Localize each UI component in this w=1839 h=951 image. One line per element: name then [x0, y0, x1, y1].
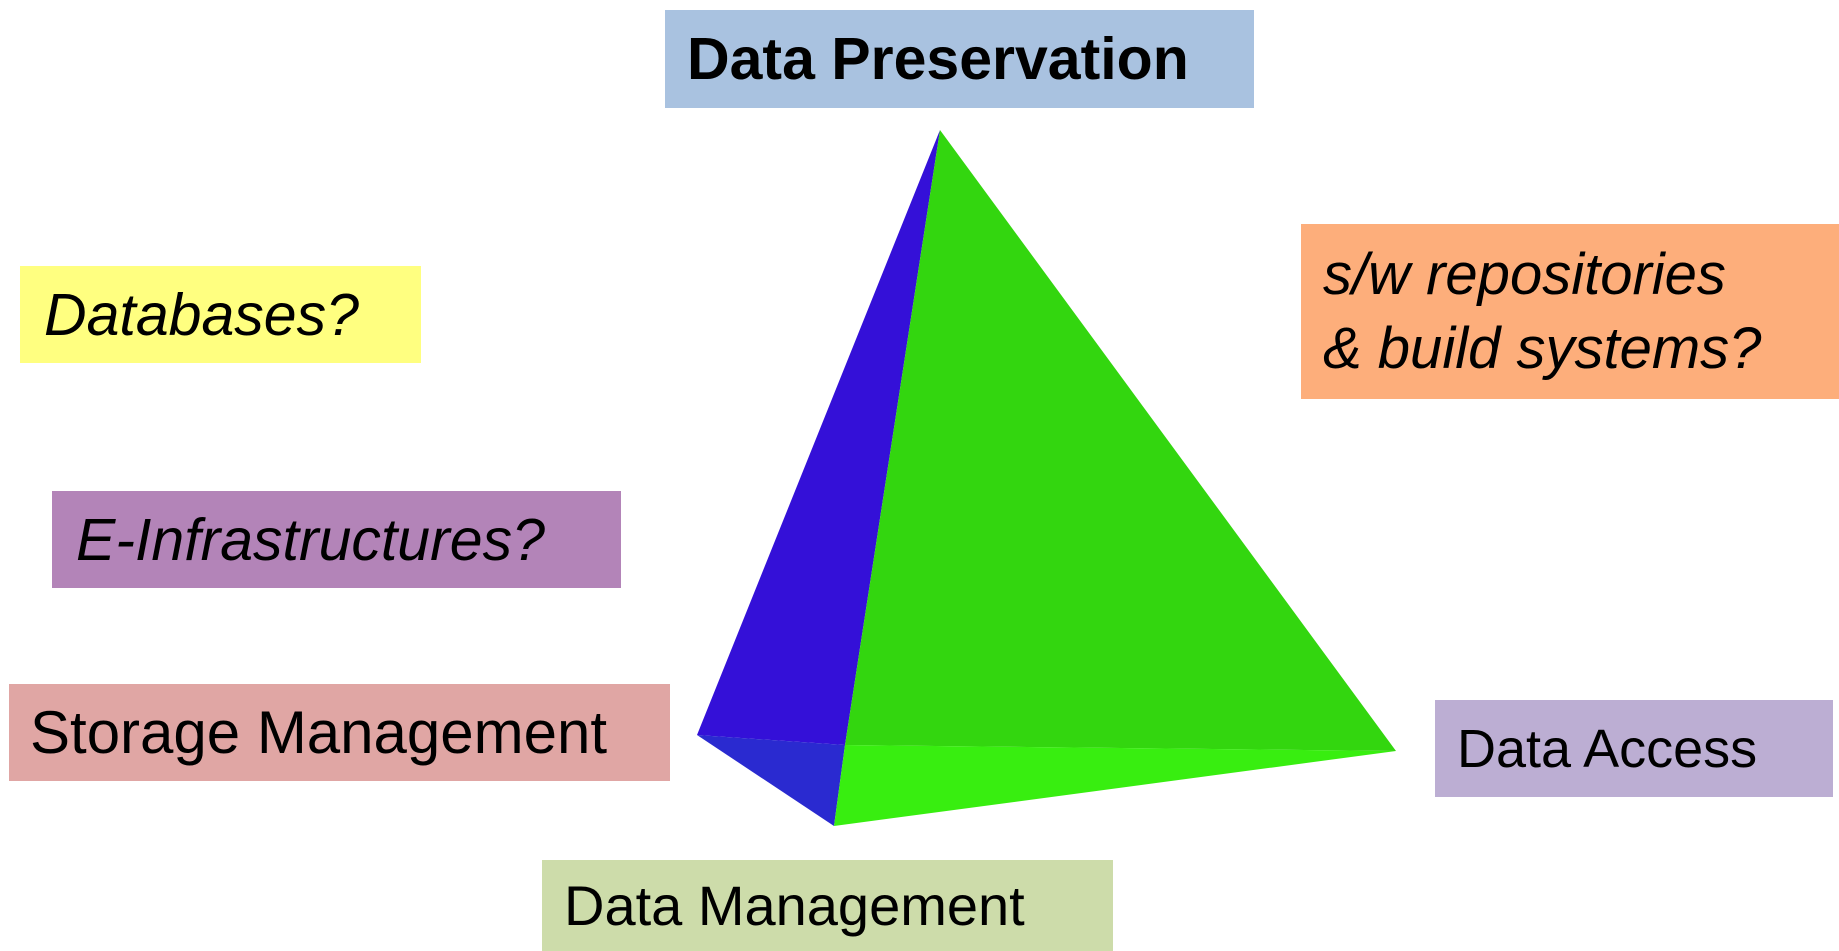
e-infrastructures-text: E-Infrastructures?	[76, 506, 545, 573]
data-preservation-text: Data Preservation	[687, 26, 1189, 92]
storage-management-text: Storage Management	[30, 699, 608, 766]
databases-label: Databases?	[20, 266, 421, 363]
data-preservation-label: Data Preservation	[665, 10, 1254, 108]
sw-repositories-line-1: s/w repositories	[1323, 241, 1726, 307]
pyramid-right-face	[845, 130, 1396, 751]
sw-repositories-label: s/w repositories & build systems?	[1301, 224, 1839, 399]
data-access-label: Data Access	[1435, 700, 1833, 797]
pyramid-left-face	[697, 130, 940, 745]
pyramid-bottom-right-face	[834, 745, 1396, 826]
data-access-text: Data Access	[1457, 718, 1758, 779]
data-management-label: Data Management	[542, 860, 1113, 951]
data-management-text: Data Management	[564, 874, 1025, 937]
e-infrastructures-label: E-Infrastructures?	[52, 491, 621, 588]
pyramid-bottom-left-face	[697, 735, 845, 826]
sw-repositories-line-2: & build systems?	[1323, 315, 1762, 381]
databases-text: Databases?	[44, 281, 359, 348]
storage-management-label: Storage Management	[9, 684, 670, 781]
